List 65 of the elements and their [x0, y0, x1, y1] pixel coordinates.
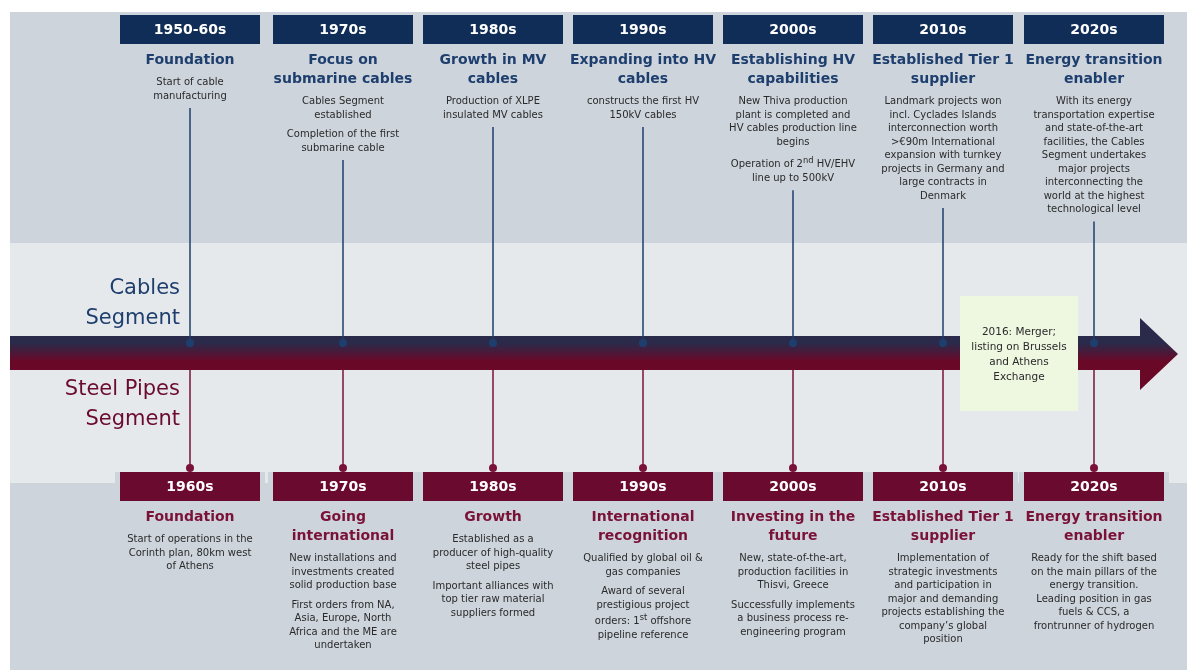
year-tab: 1960s [120, 472, 260, 501]
segment-label: Cables Segment [84, 274, 180, 331]
year-tab: 1970s [273, 15, 413, 44]
connector-line [489, 369, 497, 472]
year-tab: 2010s [873, 15, 1013, 44]
milestone-heading: Energy transition enabler [1024, 50, 1164, 88]
year-tab: 2000s [723, 15, 863, 44]
year-tab: 1990s [573, 15, 713, 44]
connector-line [339, 159, 347, 347]
connector-line [339, 369, 347, 472]
connector-line [939, 207, 947, 347]
milestone-description: Production of XLPE insulated MV cables [442, 94, 544, 121]
year-tab: 1970s [273, 472, 413, 501]
milestone-description: Operation of 2$^{nd}$ HV/EHV line up to 500kV [729, 154, 857, 185]
connector-line [1090, 220, 1098, 347]
year-tab: 2010s [873, 472, 1013, 501]
milestone-description: Ready for the shift based on the main pillars of the energy transition. Leading position in gas fuels & CCS, a frontrunner of hydrogen [1030, 551, 1158, 632]
milestone-description: Start of cable manufacturing [152, 75, 228, 102]
milestone-description: Landmark projects won incl. Cyclades Islands interconnection worth >€90m International expansion with turnkey projects in Germany and large contracts in Denmark [880, 94, 1006, 202]
milestone-heading: Expanding into HV cables [568, 50, 718, 88]
milestone-heading: Growth [463, 507, 523, 526]
milestone-description: First orders from NA, Asia, Europe, North Africa and the ME are undertaken [288, 597, 398, 652]
milestone-description: Cables Segment established [301, 94, 385, 121]
connector-line [186, 107, 194, 347]
milestone-description: Important alliances with top tier raw material suppliers formed [431, 578, 555, 619]
milestone-heading: Establishing HV capabilities [729, 50, 857, 88]
milestone-description: Successfully implements a business process re-engineering program [730, 597, 856, 638]
milestone-heading: Established Tier 1 supplier [871, 507, 1015, 545]
milestone-heading: Investing in the future [729, 507, 857, 545]
year-tab: 1980s [423, 472, 563, 501]
milestone-description: Award of several prestigious project orders: 1$^{st}$ offshore pipeline reference [593, 584, 693, 642]
note-text: 2016: Merger; listing on Brussels and Athens Exchange [960, 296, 1078, 411]
connector-line [789, 189, 797, 347]
milestone-description: New, state-of-the-art, production facilities in Thisvi, Greece [736, 551, 850, 592]
milestone-heading: Going international [290, 507, 396, 545]
milestone-heading: International recognition [590, 507, 696, 545]
milestone-heading: Focus on submarine cables [272, 50, 414, 88]
milestone-description: Start of operations in the Corinth plan, 80km west of Athens [126, 532, 254, 573]
milestone-description: Implementation of strategic investments and participation in major and demanding projects establishing the company’s global position [880, 551, 1006, 646]
year-tab: 1990s [573, 472, 713, 501]
connector-line [186, 369, 194, 472]
milestone-description: Qualified by global oil & gas companies [582, 551, 704, 578]
milestone-description: New Thiva production plant is completed and HV cables production line begins [729, 94, 857, 148]
milestone-heading: Foundation [144, 507, 236, 526]
year-tab: 2020s [1024, 472, 1164, 501]
year-tab: 1950-60s [120, 15, 260, 44]
connector-line [639, 369, 647, 472]
milestone-description: Completion of the first submarine cable [285, 127, 401, 154]
connector-line [789, 369, 797, 472]
segment-label: Steel Pipes Segment [63, 375, 180, 432]
milestone-heading: Established Tier 1 supplier [871, 50, 1015, 88]
milestone-description: Established as a producer of high-quality steel pipes [431, 532, 555, 573]
connector-line [639, 126, 647, 347]
connector-line [489, 126, 497, 347]
connector-line [1090, 369, 1098, 472]
milestone-description: With its energy transportation expertise and state-of-the-art facilities, the Cables Segment undertakes major projects interconnecting the world at the highest technological level [1032, 94, 1156, 216]
year-tab: 2000s [723, 472, 863, 501]
connector-line [939, 369, 947, 472]
milestone-heading: Growth in MV cables [438, 50, 548, 88]
milestone-description: constructs the first HV 150kV cables [586, 94, 700, 121]
milestone-heading: Foundation [144, 50, 236, 69]
year-tab: 2020s [1024, 15, 1164, 44]
milestone-heading: Energy transition enabler [1024, 507, 1164, 545]
year-tab: 1980s [423, 15, 563, 44]
milestone-description: New installations and investments created solid production base [288, 551, 398, 592]
